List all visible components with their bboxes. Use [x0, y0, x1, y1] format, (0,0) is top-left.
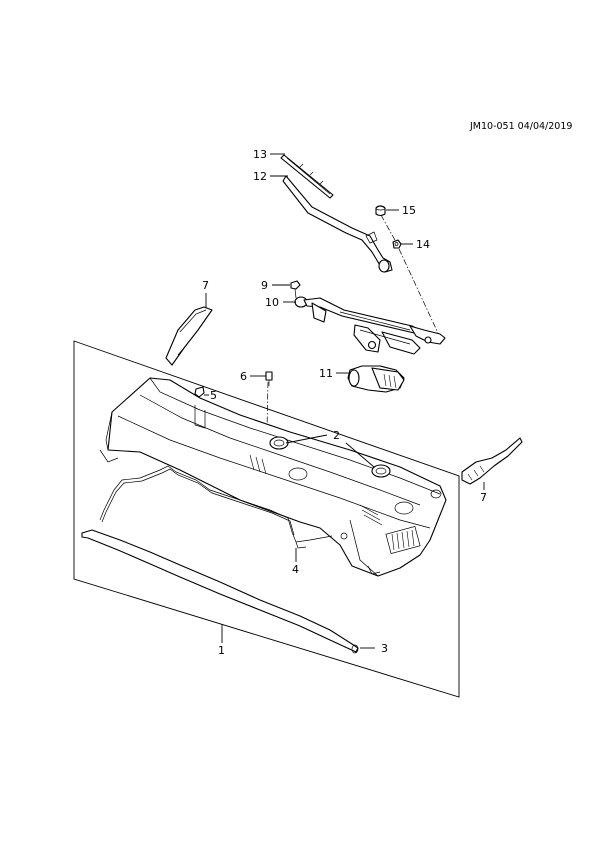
callout-5: 5	[210, 389, 217, 402]
callout-13: 13	[253, 148, 267, 161]
cowl-panel	[99, 377, 447, 577]
callout-7-upper: 7	[202, 279, 209, 292]
cowl-screw	[265, 371, 273, 386]
linkage-bolt	[290, 280, 301, 299]
callout-1: 1	[218, 644, 225, 657]
cowl-side-bracket-left	[165, 306, 213, 366]
callout-10: 10	[265, 296, 279, 309]
wiper-blade	[280, 154, 334, 199]
cowl-side-bracket-right	[461, 437, 523, 485]
callout-3: 3	[381, 642, 388, 655]
cowl-grommet-right	[371, 464, 391, 478]
leader-2a	[285, 434, 328, 444]
callout-14: 14	[416, 238, 430, 251]
assembly-outline	[73, 340, 460, 698]
alignment-line-upper	[380, 214, 397, 243]
callout-7-right: 7	[480, 491, 487, 504]
leader-2b	[345, 442, 375, 468]
wiper-arm	[282, 175, 393, 273]
arm-cap	[375, 205, 386, 217]
callout-4: 4	[292, 563, 299, 576]
callout-12: 12	[253, 170, 267, 183]
cowl-grommet-left	[269, 436, 289, 450]
arm-nut	[392, 239, 402, 249]
callout-9: 9	[261, 279, 268, 292]
alignment-line-lower	[398, 248, 439, 334]
callout-15: 15	[402, 204, 416, 217]
drawing-reference: JM10-051 04/04/2019	[470, 121, 573, 132]
cowl-seal-strip	[81, 529, 359, 654]
wiper-linkage	[294, 296, 446, 355]
callout-11: 11	[319, 367, 333, 380]
washer-hose	[99, 465, 333, 549]
callout-6: 6	[240, 370, 247, 383]
callout-2: 2	[333, 429, 340, 442]
wiper-motor	[347, 365, 405, 393]
